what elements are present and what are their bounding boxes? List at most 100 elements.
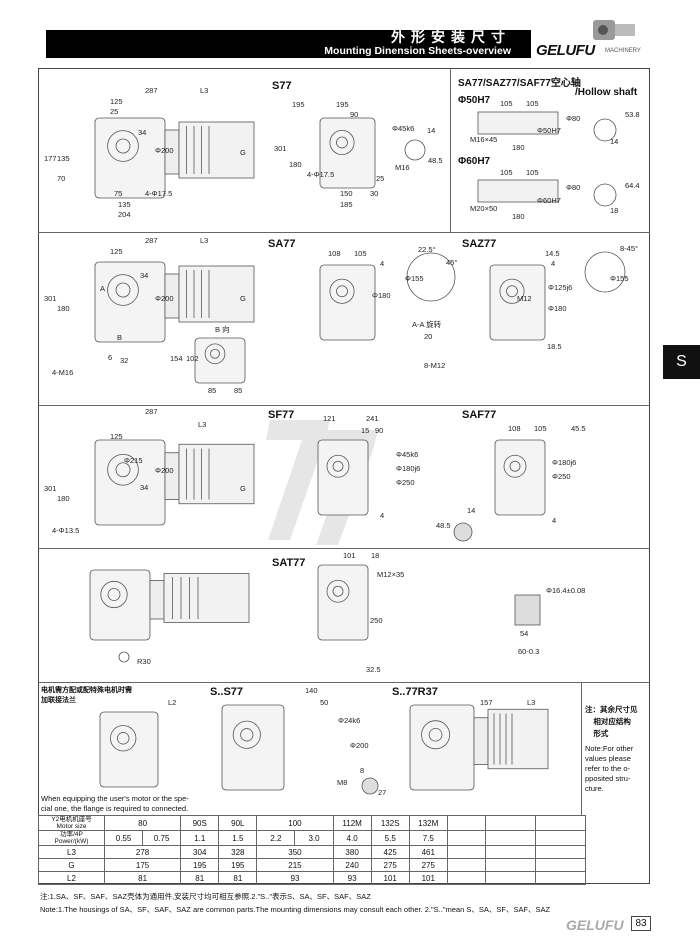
table-cell: 328 [218, 845, 258, 859]
dimension-label: 75 [114, 189, 123, 198]
shaft-bore [336, 136, 348, 149]
dimension-label: 34 [140, 271, 149, 280]
dimension-label: 53.8 [625, 110, 640, 119]
table-cell: 90L [218, 815, 258, 831]
shaft-section [404, 139, 426, 161]
dimension-label: 287 [145, 407, 158, 416]
dimension-label: Φ215 [124, 456, 143, 465]
gear-housing [494, 439, 546, 516]
title-hollow-en: /Hollow shaft [575, 87, 638, 98]
dimension-label: 105 [526, 99, 539, 108]
dimension-label: 101 [343, 551, 356, 560]
dimension-label: 85 [234, 386, 243, 395]
gear-housing [221, 704, 285, 791]
table-cell: 3.0 [294, 830, 334, 846]
table-cell: 461 [408, 845, 448, 859]
shaft-bore [115, 462, 131, 478]
hollow-shaft-section [593, 183, 617, 207]
table-cell: 81 [180, 871, 220, 885]
motor-body [178, 121, 255, 179]
table-cell: 101 [408, 871, 448, 885]
title-sa77: SA77 [268, 238, 296, 250]
dimension-label: 102 [186, 354, 199, 363]
dimension-label: 195 [292, 100, 305, 109]
table-cell: 4.0 [332, 830, 372, 846]
dimension-label: 18 [610, 206, 619, 215]
title-saf77: SAF77 [462, 409, 497, 421]
dimension-label: 180 [57, 304, 70, 313]
dimension-label: Φ200 [155, 466, 174, 475]
footer-note-en: Note:1.The housings of SA、SF、SAF、SAZ are… [40, 905, 551, 914]
shaft-bore [332, 585, 344, 597]
dimension-label: 14 [427, 126, 436, 135]
output-flange [326, 579, 350, 603]
dimension-label: Φ60H7 [537, 196, 561, 205]
motor-size-header: Y2电机机座号 Motor size [38, 815, 105, 831]
output-flange [107, 274, 139, 306]
dimension-label: A [100, 284, 106, 293]
dimension-label: 27 [378, 788, 387, 797]
shaft-bore [332, 460, 344, 472]
dimension-label: 105 [526, 168, 539, 177]
dimension-label: 204 [118, 210, 131, 219]
dimension-label: Φ250 [396, 478, 415, 487]
right-note-en: Note:For other values please refer to th… [585, 744, 634, 793]
dimension-label: 135 [118, 200, 131, 209]
dimension-label: Φ180 [372, 291, 391, 300]
dimension-label: 4 [380, 259, 385, 268]
output-flange [110, 725, 137, 752]
dimension-label: 8-M12 [424, 361, 446, 370]
table-cell: 350 [256, 845, 334, 859]
row-label: L3 [38, 845, 105, 859]
dimension-label: 241 [366, 414, 379, 423]
section-tab-s[interactable]: S [663, 345, 700, 379]
dimension-label: M16 [395, 163, 410, 172]
motor-adapter [473, 717, 489, 765]
dimension-label: 287 [145, 236, 158, 245]
shaft-section [361, 777, 379, 795]
divider [38, 405, 650, 406]
row-label: L2 [38, 871, 105, 885]
dimension-label: 108 [508, 424, 521, 433]
header-title-en: Mounting Dinension Sheets-overview [324, 45, 511, 57]
dimension-label: 48.5 [428, 156, 443, 165]
divider [38, 548, 650, 549]
title-ss77: S..S77 [210, 686, 244, 698]
output-flange [329, 278, 355, 304]
title-hollow: SA77/SAZ77/SAF77空心轴 [458, 78, 581, 89]
table-cell: 112M [332, 815, 372, 831]
dimension-label: 301 [44, 294, 57, 303]
table-cell: 195 [180, 858, 220, 872]
gear-housing [317, 564, 369, 641]
motor-body [487, 708, 549, 770]
gear-housing [94, 117, 166, 199]
dimension-label: 108 [328, 249, 341, 258]
gear-housing [489, 264, 546, 341]
shaft-bore [506, 285, 518, 298]
output-flange [499, 278, 525, 304]
dimension-label: G [240, 148, 246, 157]
dimension-label: 85 [208, 386, 217, 395]
dimension-label: B [117, 333, 123, 342]
table-cell: 195 [218, 858, 258, 872]
divider [38, 232, 650, 233]
table-cell: 278 [103, 845, 182, 859]
shaft-bore [336, 285, 348, 298]
dimension-label: 121 [323, 414, 336, 423]
motor-dimension-table: Y2电机机座号 Motor size 80 90S 90L 100 112M 1… [38, 815, 650, 885]
table-cell: 81 [218, 871, 258, 885]
dimension-label: M12 [517, 294, 532, 303]
table-cell: 80 [103, 815, 182, 831]
dimension-label: 301 [44, 484, 57, 493]
table-cell: 275 [370, 858, 410, 872]
table-cell: 240 [332, 858, 372, 872]
table-cell [535, 871, 586, 885]
table-cell: 380 [332, 845, 372, 859]
dimension-label: R30 [137, 657, 151, 666]
gear-housing [319, 264, 376, 341]
dimension-label: 4-Φ13.5 [52, 526, 80, 535]
output-flange [326, 454, 350, 478]
dimension-label: 15 [361, 426, 370, 435]
shaft-bore [210, 348, 220, 359]
dimension-label: 4-Φ17.5 [307, 170, 335, 179]
